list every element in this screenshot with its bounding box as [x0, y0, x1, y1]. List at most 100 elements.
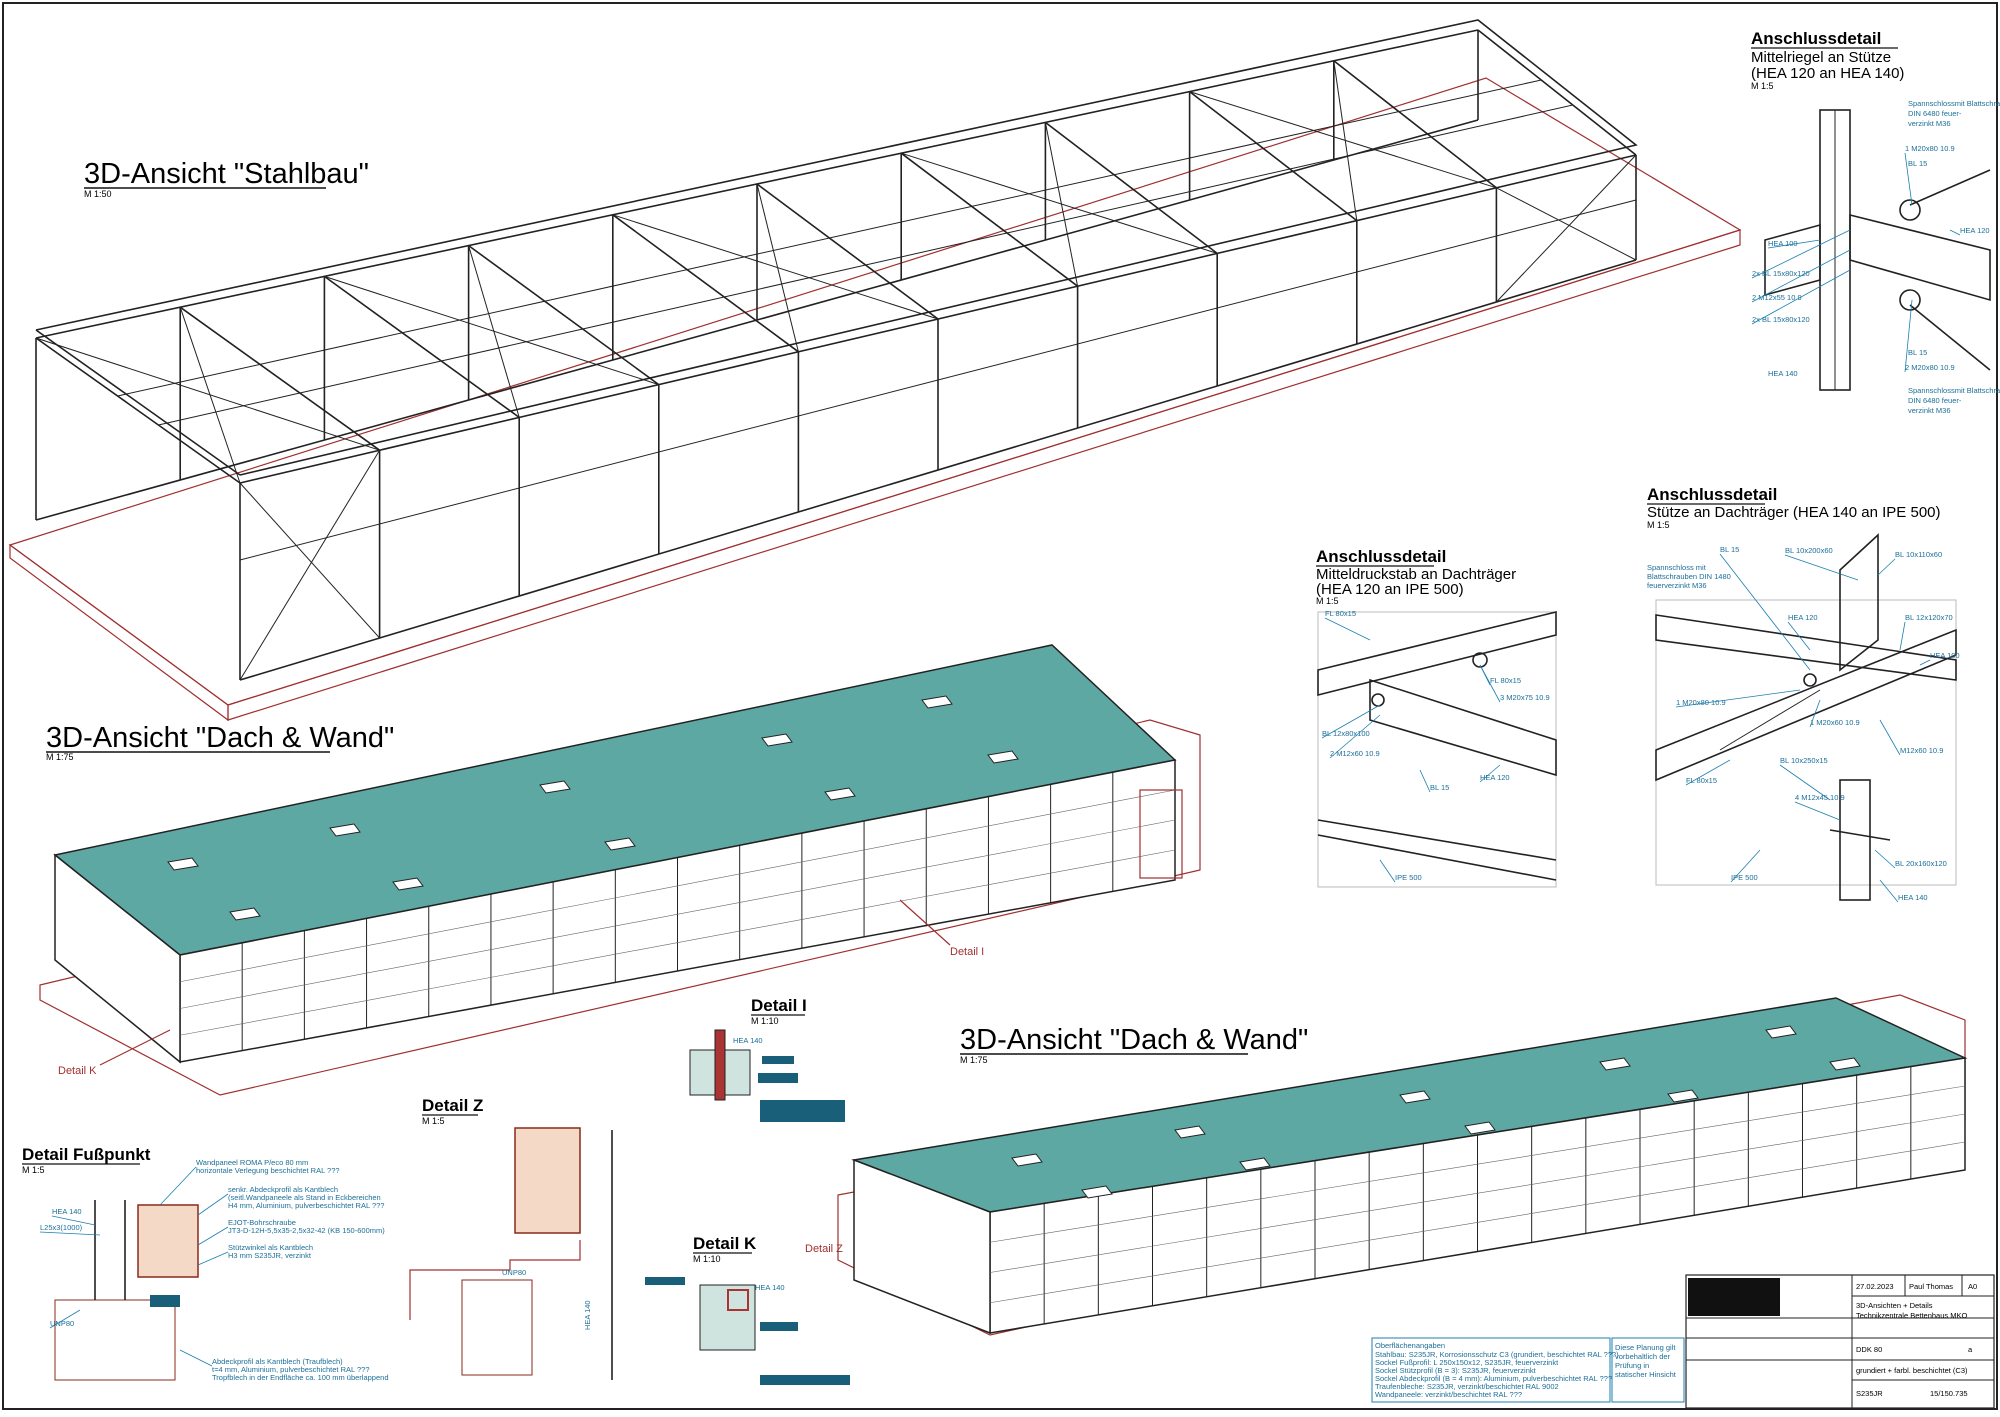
- notes-line-0: Stahlbau: S235JR, Korrosionsschutz C3 (g…: [1375, 1350, 1619, 1359]
- su-labels-label-9: 1 M20x80 10.9: [1676, 698, 1726, 707]
- title-block-logo: [1688, 1278, 1780, 1316]
- fp-labels-label-7: Stützwinkel als Kantblech: [228, 1243, 313, 1252]
- detail-i-scale: M 1:10: [751, 1016, 779, 1026]
- stahlbau-title: 3D-Ansicht "Stahlbau": [84, 158, 369, 190]
- mr-labels-label-15: verzinkt M36: [1908, 406, 1951, 415]
- md-labels-label-6: HEA 120: [1480, 773, 1510, 782]
- detail-k-scale: M 1:10: [693, 1254, 721, 1264]
- notes-box: Oberflächenangaben Stahlbau: S235JR, Kor…: [1371, 1337, 1685, 1403]
- notes-line-1: Sockel Fußprofil: L 250x150x12, S235JR, …: [1375, 1358, 1559, 1367]
- fp-labels-label-10: L25x3(1000): [40, 1223, 83, 1232]
- md-labels-label-2: 3 M20x75 10.9: [1500, 693, 1550, 702]
- callout-detail-z: Detail Z: [805, 1243, 843, 1255]
- callout-detail-i: Detail I: [950, 946, 984, 958]
- titleblock-size: A0: [1968, 1282, 1977, 1291]
- su-labels-label-2: BL 10x110x60: [1895, 550, 1942, 559]
- titleblock-material: S235JR: [1856, 1389, 1883, 1398]
- fp-labels-label-12: Abdeckprofil als Kantblech (Traufblech): [212, 1357, 343, 1366]
- stuetze-sub1: Stütze an Dachträger (HEA 140 an IPE 500…: [1647, 504, 1941, 521]
- mittelriegel-sub2: (HEA 120 an HEA 140): [1751, 65, 1904, 82]
- md-labels-label-4: 2 M12x60 10.9: [1330, 749, 1380, 758]
- mr-labels-label-13: Spannschlossmit Blattschrauben: [1908, 386, 2000, 395]
- su-labels-label-6: HEA 120: [1788, 613, 1818, 622]
- md-labels-label-3: BL 12x80x100: [1322, 729, 1370, 738]
- md-labels-label-0: FL 80x15: [1325, 609, 1356, 618]
- detail-stuetze: Anschlussdetail Stütze an Dachträger (HE…: [1647, 485, 1960, 903]
- su-labels-label-15: IPE 500: [1731, 873, 1758, 882]
- su-labels-label-0: BL 15: [1720, 545, 1739, 554]
- su-labels-label-5: feuerverzinkt M36: [1647, 581, 1707, 590]
- fp-labels-label-0: Wandpaneel ROMA P/eco 80 mm: [196, 1158, 308, 1167]
- mr-labels-label-3: 1 M20x80 10.9: [1905, 144, 1955, 153]
- mitteldruckstab-sub1: Mitteldruckstab an Dachträger: [1316, 566, 1516, 583]
- notes-line-4: Traufenbleche: S235JR, verzinkt/beschich…: [1375, 1382, 1559, 1391]
- stahlbau-eaves: [35, 19, 1638, 476]
- detail-mittelriegel: Anschlussdetail Mittelriegel an Stütze (…: [1751, 29, 2000, 415]
- su-labels-label-11: M12x60 10.9: [1900, 746, 1943, 755]
- stuetze-scale: M 1:5: [1647, 520, 1670, 530]
- dachwand1-title: 3D-Ansicht "Dach & Wand": [46, 722, 394, 754]
- su-labels-label-1: BL 10x200x60: [1785, 546, 1833, 555]
- fp-labels-label-2: senkr. Abdeckprofil als Kantblech: [228, 1185, 338, 1194]
- stahlbau-frames: [35, 29, 1637, 681]
- detail-mitteldruckstab: Anschlussdetail Mitteldruckstab an Dacht…: [1316, 547, 1557, 888]
- mitteldruckstab-title: Anschlussdetail: [1316, 547, 1446, 566]
- mittelriegel-title: Anschlussdetail: [1751, 29, 1881, 48]
- detail-k-title: Detail K: [693, 1234, 757, 1253]
- md-labels-label-7: IPE 500: [1395, 873, 1422, 882]
- fp-labels-label-14: Tropfblech in der Endfläche ca. 100 mm ü…: [212, 1373, 389, 1382]
- mr-labels-label-7: 2x BL 15x80x120: [1752, 269, 1810, 278]
- detail-z-title: Detail Z: [422, 1096, 483, 1115]
- titleblock-treatment: grundiert + farbl. beschichtet (C3): [1856, 1366, 1968, 1375]
- mr-labels-label-14: DIN 6480 feuer-: [1908, 396, 1962, 405]
- notes-line-5: Wandpaneele: verzinkt/beschichtet RAL ??…: [1375, 1390, 1522, 1399]
- notes-side-1: vorbehaltlich der: [1615, 1352, 1671, 1361]
- detail-i-label: HEA 140: [733, 1036, 763, 1045]
- titleblock-number: 15/150.735: [1930, 1389, 1968, 1398]
- fp-labels-label-4: H4 mm, Aluminium, pulverbeschichtet RAL …: [228, 1201, 384, 1210]
- mittelriegel-scale: M 1:5: [1751, 81, 1774, 91]
- titleblock-line2: Technikzentrale Bettenhaus MKO: [1856, 1311, 1967, 1320]
- stahlbau-scale: M 1:50: [84, 189, 112, 199]
- notes-side-3: statischer Hinsicht: [1615, 1370, 1677, 1379]
- su-labels-label-12: FL 80x15: [1686, 776, 1717, 785]
- detail-fusspunkt: Detail Fußpunkt M 1:5 Wandpaneel ROMA P/…: [22, 1145, 389, 1382]
- mittelriegel-sub1: Mittelriegel an Stütze: [1751, 49, 1891, 66]
- dachwand1-view: [39, 644, 1201, 1096]
- fusspunkt-title: Detail Fußpunkt: [22, 1145, 151, 1164]
- titleblock-line1: 3D-Ansichten + Details: [1856, 1301, 1933, 1310]
- su-labels-label-17: HEA 140: [1898, 893, 1928, 902]
- mr-labels-label-8: 2 M12x55 10.9: [1752, 293, 1802, 302]
- su-labels-label-14: 4 M12x45 10.9: [1795, 793, 1845, 802]
- detail-z-scale: M 1:5: [422, 1116, 445, 1126]
- su-labels-label-7: BL 12x120x70: [1905, 613, 1953, 622]
- dachwand2-view: [837, 994, 1968, 1336]
- mr-labels-label-10: BL 15: [1908, 348, 1927, 357]
- stuetze-title: Anschlussdetail: [1647, 485, 1777, 504]
- dachwand2-side-wall: [853, 1158, 991, 1335]
- fp-labels-label-1: horizontale Verlegung beschichtet RAL ??…: [196, 1166, 340, 1175]
- md-labels-label-5: BL 15: [1430, 783, 1449, 792]
- su-labels-label-3: Spannschloss mit: [1647, 563, 1707, 572]
- mr-labels-label-6: HEA 100: [1768, 239, 1798, 248]
- mr-labels-label-0: Spannschlossmit Blattschrauben: [1908, 99, 2000, 108]
- detail-i: Detail I M 1:10 HEA 140: [689, 996, 845, 1122]
- mitteldruckstab-sub2: (HEA 120 an IPE 500): [1316, 581, 1464, 598]
- mr-labels-label-5: HEA 120: [1960, 226, 1990, 235]
- detail-k: Detail K M 1:10 HEA 140: [645, 1234, 850, 1385]
- title-block: 27.02.2023 Paul Thomas A0 3D-Ansichten +…: [1685, 1274, 1995, 1409]
- detail-i-title: Detail I: [751, 996, 807, 1015]
- fp-labels-label-6: JT3-D-12H-5,5x35-2,5x32-42 (KB 150-600mm…: [228, 1226, 385, 1235]
- detail-k-label: HEA 140: [755, 1283, 785, 1292]
- dachwand1-base: [39, 719, 1201, 1096]
- notes-line-3: Sockel Abdeckprofil (B = 4 mm): Aluminiu…: [1375, 1374, 1612, 1383]
- su-labels-label-4: Blattschrauben DIN 1480: [1647, 572, 1731, 581]
- mr-labels-label-11: 2 M20x80 10.9: [1905, 363, 1955, 372]
- su-labels-label-13: BL 10x250x15: [1780, 756, 1828, 765]
- mr-labels-label-4: BL 15: [1908, 159, 1927, 168]
- fusspunkt-scale: M 1:5: [22, 1165, 45, 1175]
- mr-labels-label-12: HEA 140: [1768, 369, 1798, 378]
